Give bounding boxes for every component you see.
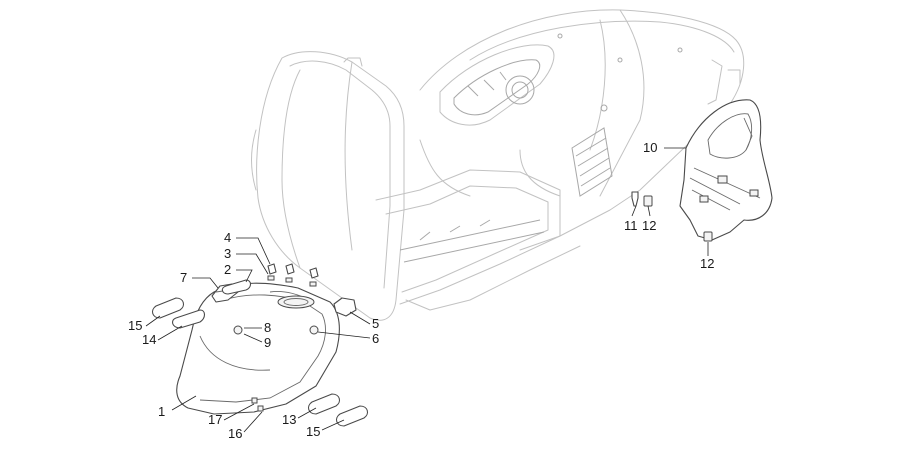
callout-10: 10 (643, 140, 657, 155)
callout-8: 8 (264, 320, 271, 335)
callout-1: 1 (158, 404, 165, 419)
guard-clip (717, 175, 728, 184)
nut-12-lower (703, 231, 713, 242)
callout-13: 13 (282, 412, 296, 427)
callout-9: 9 (264, 335, 271, 350)
mudguard-trim-13 (307, 393, 341, 415)
callout-labels: 1 2 3 4 5 6 7 8 9 10 11 12 12 13 14 15 1… (128, 140, 714, 441)
callout-7: 7 (180, 270, 187, 285)
callout-15b: 15 (306, 424, 320, 439)
callout-2: 2 (224, 262, 231, 277)
guard-clip (699, 195, 709, 203)
callout-12a: 12 (642, 218, 656, 233)
front-mudguard (176, 282, 340, 415)
mudguard-trim-14 (171, 309, 206, 329)
callout-6: 6 (372, 331, 379, 346)
callout-17: 17 (208, 412, 222, 427)
guard-clip (749, 189, 759, 197)
cap-5 (333, 297, 357, 317)
nut-12-upper (643, 195, 653, 207)
washer-2 (221, 279, 252, 295)
callout-16: 16 (228, 426, 242, 441)
rear-splash-guard (679, 99, 773, 241)
callout-3: 3 (224, 246, 231, 261)
screws-3-4 (267, 263, 319, 287)
mudguard-trim-15-right (335, 405, 369, 427)
callout-15a: 15 (128, 318, 142, 333)
callout-11: 11 (624, 218, 638, 233)
callout-14: 14 (142, 332, 156, 347)
callout-12b: 12 (700, 256, 714, 271)
callout-5: 5 (372, 316, 379, 331)
screw-11 (631, 191, 639, 207)
scooter-body-outline (251, 9, 745, 321)
mudguard-trim-15-left (151, 297, 185, 319)
screws-16-17 (251, 397, 264, 412)
leader-lines (145, 147, 709, 433)
callout-4: 4 (224, 230, 231, 245)
